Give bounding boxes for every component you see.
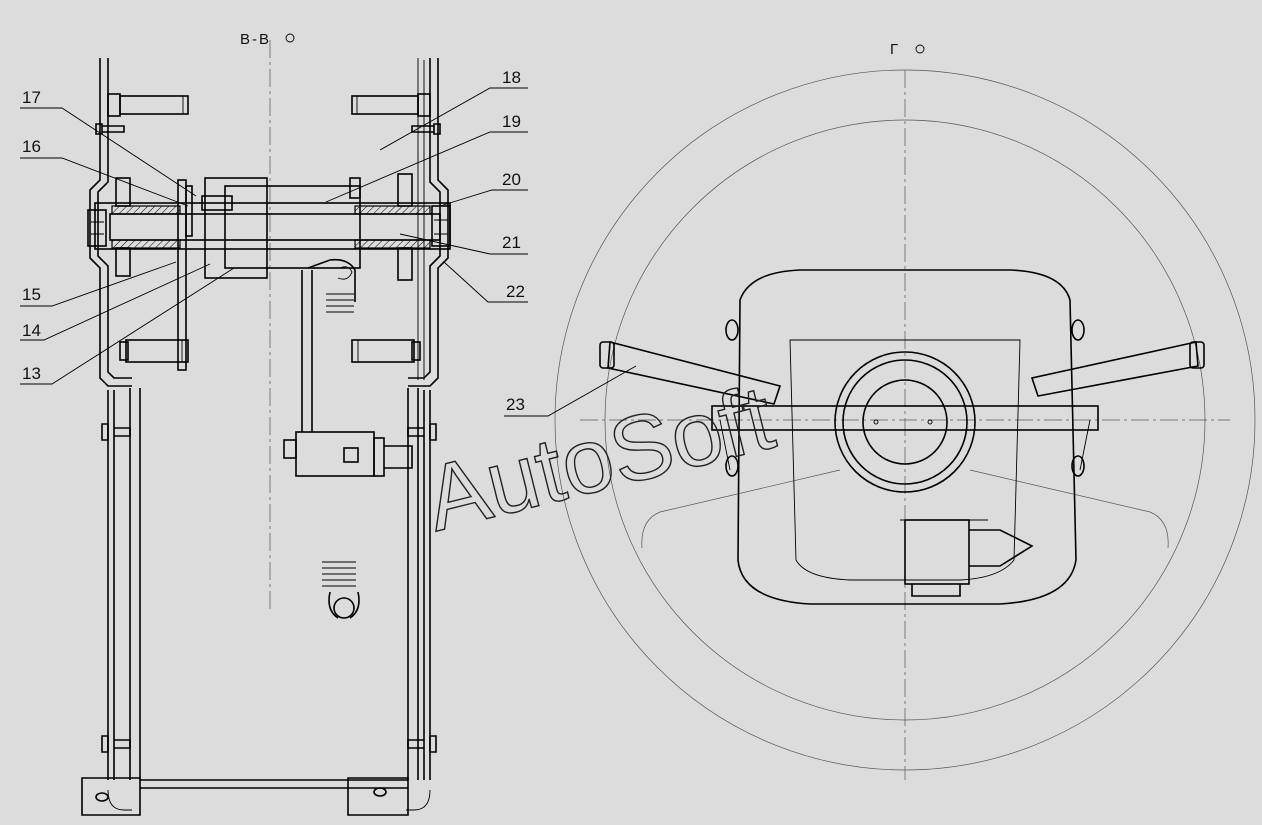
right-bracket-outer — [408, 58, 449, 387]
callout-14: 14 — [22, 321, 41, 340]
callout-labels-left: 17 16 15 14 13 18 19 20 21 22 — [22, 68, 525, 383]
left-bracket-inner — [97, 58, 132, 379]
switch-cylinder — [283, 431, 413, 477]
leader-18 — [379, 87, 528, 151]
right-stalk-lever — [1030, 341, 1199, 397]
left-stalk-lever — [607, 340, 782, 405]
housing-bolt-top-left — [725, 319, 739, 341]
view-g: Г — [554, 41, 1256, 780]
shaft-mark-right — [927, 419, 933, 425]
lower-left-pin — [119, 339, 189, 363]
column-switch-housing — [737, 269, 1077, 605]
right-stalk-tip — [1189, 341, 1205, 369]
callout-15: 15 — [22, 285, 41, 304]
housing-bolt-bottom-left — [725, 455, 739, 477]
leader-14 — [20, 263, 211, 341]
left-bracket-outer — [89, 58, 132, 387]
housing-inner-outline — [789, 339, 1021, 581]
callout-17: 17 — [22, 88, 41, 107]
ignition-switch-block — [904, 519, 970, 585]
left-stalk-tip — [599, 341, 615, 369]
leader-13 — [20, 267, 235, 385]
leader-17 — [20, 107, 197, 197]
lower-frame — [81, 388, 437, 816]
callout-16: 16 — [22, 137, 41, 156]
ignition-switch-base — [911, 584, 961, 597]
lower-right-pin — [351, 339, 421, 363]
shaft-mark-left — [873, 419, 879, 425]
view-g-title: Г — [890, 41, 900, 58]
upper-right-pin — [351, 93, 441, 135]
leader-21 — [399, 233, 528, 255]
section-bb-title: В-В — [240, 31, 271, 48]
leader-20 — [439, 189, 528, 207]
return-spring-upper — [307, 258, 356, 313]
hub-outer-ring — [834, 351, 976, 493]
callout-leaders-left — [20, 87, 528, 385]
housing-bolt-bottom-right — [1071, 455, 1085, 477]
spring-rod — [301, 270, 313, 432]
ignition-switch-connector — [969, 529, 1034, 567]
leader-22 — [443, 261, 528, 303]
leader-19 — [325, 131, 528, 203]
section-bb-view: В-В — [81, 31, 451, 816]
shaft-assembly — [87, 173, 451, 371]
steering-shaft — [862, 379, 948, 465]
watermark-text: AutoSoft — [416, 366, 783, 550]
right-bracket-inner — [408, 58, 441, 379]
return-spring-lower — [322, 561, 360, 619]
hub-middle-ring — [842, 359, 968, 485]
callout-22: 22 — [506, 282, 525, 301]
view-g-marker — [915, 44, 925, 54]
leader-23 — [504, 365, 637, 417]
section-bb-view-marker — [285, 33, 295, 43]
callout-20: 20 — [502, 170, 521, 189]
callout-23: 23 — [506, 395, 525, 414]
upper-left-pin — [95, 93, 189, 135]
leader-15 — [20, 261, 177, 307]
callout-19: 19 — [502, 112, 521, 131]
mounting-bar — [711, 405, 1099, 431]
leader-16 — [20, 157, 189, 207]
wheel-spokes — [641, 469, 1169, 549]
housing-side-tabs — [719, 419, 1091, 471]
callout-18: 18 — [502, 68, 521, 87]
callout-21: 21 — [502, 233, 521, 252]
right-bracket-web — [417, 58, 425, 380]
callout-13: 13 — [22, 364, 41, 383]
housing-bolt-top-right — [1071, 319, 1085, 341]
